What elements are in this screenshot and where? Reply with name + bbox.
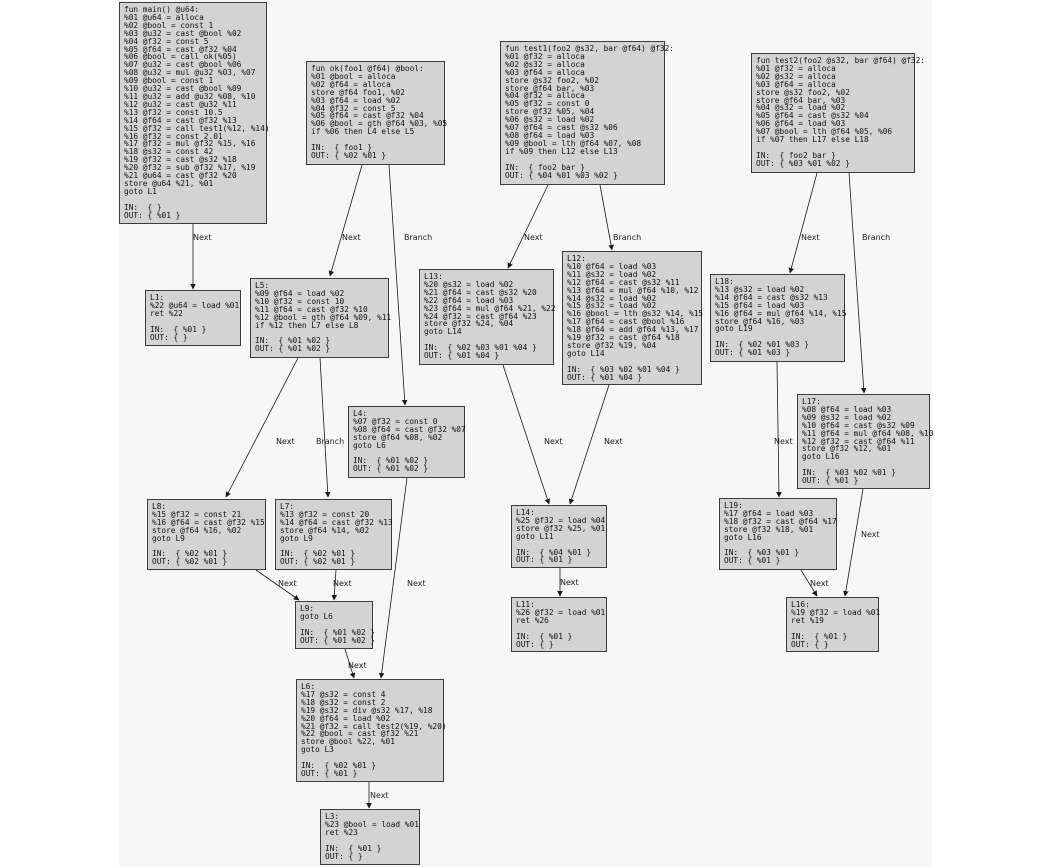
node-L6: L6: %17 @s32 = const 4 %18 @s32 = const … — [296, 679, 447, 782]
edge-L18-to-L19 — [776, 361, 782, 498]
node-L11: L11: %26 @f32 = load %01 ret %26 IN: { %… — [511, 597, 607, 652]
edge-label-test2-to-L17: Branch — [862, 233, 890, 242]
edge-L9-to-L6 — [344, 648, 356, 679]
node-L13: L13: %20 @s32 = load %02 %21 @f64 = cast… — [419, 269, 555, 365]
node-L12: L12: %10 @f64 = load %03 %11 @s32 = load… — [562, 251, 703, 385]
node-test1: fun test1(foo2 @s32, bar @f64) @f32: %01… — [500, 41, 674, 185]
node-L1: L1: %22 @u64 = load %01 ret %22 IN: { %0… — [145, 290, 241, 346]
edge-label-ok-to-L4: Branch — [404, 233, 432, 242]
edge-label-L7-to-L9: Next — [333, 579, 352, 588]
edge-ok-to-L4 — [388, 164, 408, 406]
node-L17: L17: %08 @f64 = load %03 %09 @s32 = load… — [797, 394, 933, 489]
edge-test2-to-L17 — [848, 172, 867, 394]
node-main: fun main() @u64: %01 @u64 = alloca %02 @… — [119, 2, 270, 224]
edge-label-L17-to-L16: Next — [861, 530, 880, 539]
edge-label-test2-to-L18: Next — [801, 233, 820, 242]
node-L14: L14: %25 @f32 = load %04 store @f32 %25,… — [511, 505, 607, 568]
edge-label-test1-to-L12: Branch — [613, 233, 641, 242]
edge-label-ok-to-L5: Next — [342, 233, 361, 242]
edge-L19-to-L16 — [800, 569, 818, 597]
edge-L4-to-L6 — [378, 477, 408, 679]
edge-L5-to-L8 — [225, 357, 299, 498]
edge-L12-to-L14 — [568, 384, 610, 505]
edge-ok-to-L5 — [328, 164, 363, 277]
node-test2: fun test2(foo2 @s32, bar @f64) @f32: %01… — [751, 53, 925, 173]
edge-label-L6-to-L3: Next — [370, 791, 389, 800]
edge-label-main-to-L1: Next — [193, 233, 212, 242]
edge-label-L18-to-L19: Next — [774, 437, 793, 446]
edge-L5-to-L7 — [319, 357, 331, 498]
edge-label-test1-to-L13: Next — [524, 233, 543, 242]
node-ok: fun ok(foo1 @f64) @bool: %01 @bool = all… — [306, 61, 447, 165]
edge-label-L9-to-L6: Next — [348, 661, 367, 670]
node-L19: L19: %17 @f64 = load %03 %18 @f32 = cast… — [719, 498, 837, 570]
edge-label-L5-to-L7: Branch — [316, 437, 344, 446]
edge-L7-to-L9 — [331, 569, 338, 601]
edge-label-L5-to-L8: Next — [276, 437, 295, 446]
node-L9: L9: goto L6 IN: { %01 %02 } OUT: { %01 %… — [295, 601, 375, 649]
node-L4: L4: %07 @f32 = const 0 %08 @f64 = cast @… — [348, 406, 466, 478]
edge-L8-to-L9 — [255, 569, 300, 601]
edge-label-L13-to-L14: Next — [544, 437, 563, 446]
edge-L13-to-L14 — [502, 364, 551, 505]
node-L16: L16: %19 @f32 = load %01 ret %19 IN: { %… — [786, 597, 880, 652]
edge-L17-to-L16 — [843, 488, 864, 597]
node-L18: L18: %13 @s32 = load %02 %14 @f64 = cast… — [710, 274, 846, 362]
edge-test2-to-L18 — [788, 172, 818, 274]
edge-label-L19-to-L16: Next — [810, 579, 829, 588]
edge-label-L14-to-L11: Next — [560, 578, 579, 587]
edge-label-L8-to-L9: Next — [278, 579, 297, 588]
node-L7: L7: %13 @f32 = const 20 %14 @f64 = cast … — [275, 499, 393, 570]
edge-label-L12-to-L14: Next — [604, 437, 623, 446]
node-L8: L8: %15 @f32 = const 21 %16 @f64 = cast … — [147, 499, 266, 570]
node-L5: L5: %09 @f64 = load %02 %10 @f32 = const… — [250, 278, 391, 358]
edge-label-L4-to-L6: Next — [407, 579, 426, 588]
node-L3: L3: %23 @bool = load %01 ret %23 IN: { %… — [320, 809, 420, 865]
edge-test1-to-L12 — [599, 184, 614, 251]
edge-test1-to-L13 — [507, 184, 549, 269]
